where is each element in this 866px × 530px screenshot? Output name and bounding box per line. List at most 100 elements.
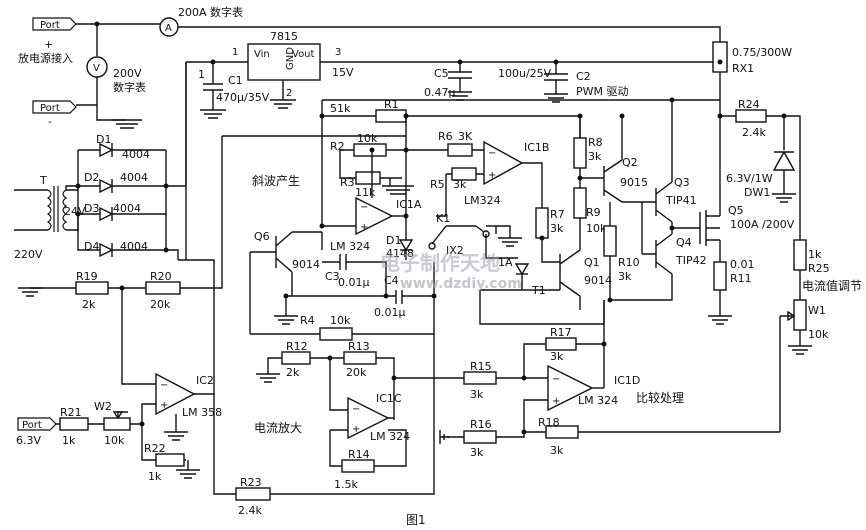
svg-text:R23: R23 xyxy=(240,476,262,489)
svg-text:C1: C1 xyxy=(228,74,243,87)
svg-text:-: - xyxy=(48,115,52,128)
svg-text:IC2: IC2 xyxy=(196,374,214,387)
svg-text:W2: W2 xyxy=(94,400,112,413)
ramp-label: 斜波产生 xyxy=(252,174,300,188)
diode-d2 xyxy=(99,178,114,194)
resistor-r19 xyxy=(75,281,109,295)
svg-text:0.01μ: 0.01μ xyxy=(374,306,406,319)
transistor-q4 xyxy=(642,233,673,275)
svg-text:LM 324: LM 324 xyxy=(370,430,410,443)
svg-text:10k: 10k xyxy=(808,328,829,341)
svg-text:+: + xyxy=(488,170,496,181)
resistor-r15 xyxy=(463,371,497,385)
svg-text:R22: R22 xyxy=(144,442,166,455)
voltmeter-label-2: 数字表 xyxy=(113,80,146,94)
svg-text:+: + xyxy=(552,396,560,407)
zener-dw1 xyxy=(772,150,796,171)
svg-text:2: 2 xyxy=(286,88,292,99)
resistor-r21 xyxy=(59,417,89,431)
svg-text:D4: D4 xyxy=(84,240,99,253)
svg-text:IC1B: IC1B xyxy=(524,141,549,154)
potentiometer-w2 xyxy=(103,417,131,431)
resistor-r1 xyxy=(375,109,407,123)
resistor-r3 xyxy=(355,171,381,185)
resistor-r9 xyxy=(573,187,587,219)
svg-text:−: − xyxy=(360,202,368,213)
svg-text:Port: Port xyxy=(40,103,60,114)
svg-text:470μ/35V: 470μ/35V xyxy=(216,91,270,104)
svg-text:4004: 4004 xyxy=(120,240,148,253)
diode-d1 xyxy=(99,142,114,158)
svg-text:R3: R3 xyxy=(340,176,355,189)
svg-text:1k: 1k xyxy=(62,434,76,447)
svg-text:4004: 4004 xyxy=(113,202,141,215)
svg-text:GND: GND xyxy=(285,47,296,70)
svg-text:IC1C: IC1C xyxy=(376,392,402,405)
svg-text:3k: 3k xyxy=(550,444,564,457)
svg-text:0.47μ: 0.47μ xyxy=(424,86,456,99)
opamp-ic2: − + xyxy=(155,372,196,416)
discharge-source-label: 放电源接入 xyxy=(18,51,73,65)
mosfet-q5 xyxy=(699,210,720,246)
svg-text:1k: 1k xyxy=(808,248,822,261)
transistor-q6 xyxy=(275,231,293,273)
svg-text:R7: R7 xyxy=(550,208,565,221)
svg-text:K1: K1 xyxy=(436,212,450,225)
svg-text:24V: 24V xyxy=(64,205,86,218)
resistor-r16 xyxy=(463,430,497,444)
resistor-r11 xyxy=(713,261,727,291)
svg-text:R4: R4 xyxy=(300,314,315,327)
svg-text:4004: 4004 xyxy=(120,171,148,184)
svg-text:W1: W1 xyxy=(808,304,826,317)
svg-text:9014: 9014 xyxy=(584,274,612,287)
svg-text:R17: R17 xyxy=(550,326,572,339)
svg-text:R8: R8 xyxy=(588,136,603,149)
svg-text:电子制作天地: 电子制作天地 xyxy=(380,251,500,275)
svg-text:D2: D2 xyxy=(84,171,99,184)
svg-text:Port: Port xyxy=(40,20,60,31)
svg-text:−: − xyxy=(552,374,560,385)
watermark: 电子制作天地 www.dzdiy.com xyxy=(380,251,522,292)
input-port-6v3: Port xyxy=(17,417,57,431)
svg-text:TIP42: TIP42 xyxy=(675,254,707,267)
opamp-ic1a: − + xyxy=(355,196,394,236)
svg-text:2.4k: 2.4k xyxy=(238,504,262,517)
transistor-q1 xyxy=(559,249,581,297)
svg-text:Q4: Q4 xyxy=(676,236,692,249)
svg-text:10k: 10k xyxy=(330,314,351,327)
svg-text:R25: R25 xyxy=(808,262,830,275)
svg-text:R11: R11 xyxy=(730,272,752,285)
resistor-r13 xyxy=(343,351,377,365)
svg-text:Port: Port xyxy=(22,420,42,431)
svg-text:LM324: LM324 xyxy=(464,194,501,207)
svg-text:R1: R1 xyxy=(384,98,399,111)
optocoupler-led xyxy=(514,263,530,276)
svg-text:0.01: 0.01 xyxy=(730,258,755,271)
svg-text:3k: 3k xyxy=(470,446,484,459)
voltmeter-label: 200V xyxy=(113,67,142,80)
svg-text:V: V xyxy=(93,63,100,74)
svg-text:T: T xyxy=(39,174,47,187)
svg-text:D3: D3 xyxy=(84,202,99,215)
input-port-bottom: Port xyxy=(32,100,77,114)
svg-text:TIP41: TIP41 xyxy=(665,194,697,207)
current-adjust-label: 电流值调节 xyxy=(802,278,862,293)
svg-text:Q2: Q2 xyxy=(622,156,638,169)
svg-text:0.01μ: 0.01μ xyxy=(338,276,370,289)
transformer xyxy=(14,185,79,232)
svg-text:3k: 3k xyxy=(618,270,632,283)
svg-text:R13: R13 xyxy=(348,340,370,353)
svg-text:IC1A: IC1A xyxy=(396,198,422,211)
diode-4148 xyxy=(398,239,414,252)
svg-text:Vin: Vin xyxy=(254,49,270,60)
compare-label: 比较处理 xyxy=(636,390,684,405)
svg-text:100A /200V: 100A /200V xyxy=(730,218,795,231)
svg-text:Q1: Q1 xyxy=(584,256,600,269)
svg-text:R19: R19 xyxy=(76,270,98,283)
resistor-r6 xyxy=(447,143,473,157)
resistor-rx1 xyxy=(712,41,728,73)
input-port-top: Port xyxy=(32,17,77,31)
svg-text:R10: R10 xyxy=(618,256,640,269)
svg-text:R15: R15 xyxy=(470,360,492,373)
svg-text:−: − xyxy=(488,148,496,159)
